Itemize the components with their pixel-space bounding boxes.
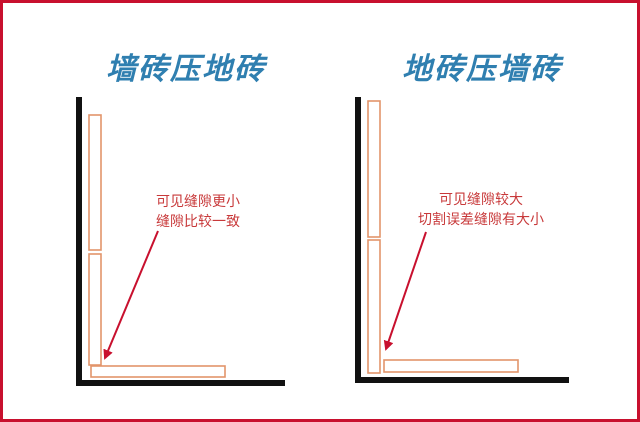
left-tiles <box>88 114 226 378</box>
right-annotation-line-2: 切割误差缝隙有大小 <box>418 212 544 228</box>
right-wall-tile-lower <box>367 239 381 374</box>
right-wall-tile-upper <box>367 100 381 238</box>
left-diagram-title: 墙砖压地砖 <box>106 52 266 87</box>
right-diagram-title: 地砖压墙砖 <box>402 52 562 87</box>
left-wall-tile-lower <box>88 253 102 366</box>
left-pointer-arrow <box>103 230 159 360</box>
left-annotation-line-1: 可见缝隙更小 <box>156 194 240 210</box>
left-annotation-line-2: 缝隙比较一致 <box>156 214 240 230</box>
right-annotation-line-1: 可见缝隙较大 <box>439 192 523 208</box>
left-floor-tile <box>90 365 226 378</box>
right-floor-tile <box>383 359 519 373</box>
left-wall-floor-corner <box>76 97 285 386</box>
right-tiles <box>367 100 519 374</box>
right-wall-floor-corner <box>355 97 569 383</box>
right-pointer-arrow <box>383 231 427 351</box>
right-annotation: 可见缝隙较大 切割误差缝隙有大小 <box>398 190 564 230</box>
left-wall-tile-upper <box>88 114 102 251</box>
left-annotation: 可见缝隙更小 缝隙比较一致 <box>136 192 260 232</box>
